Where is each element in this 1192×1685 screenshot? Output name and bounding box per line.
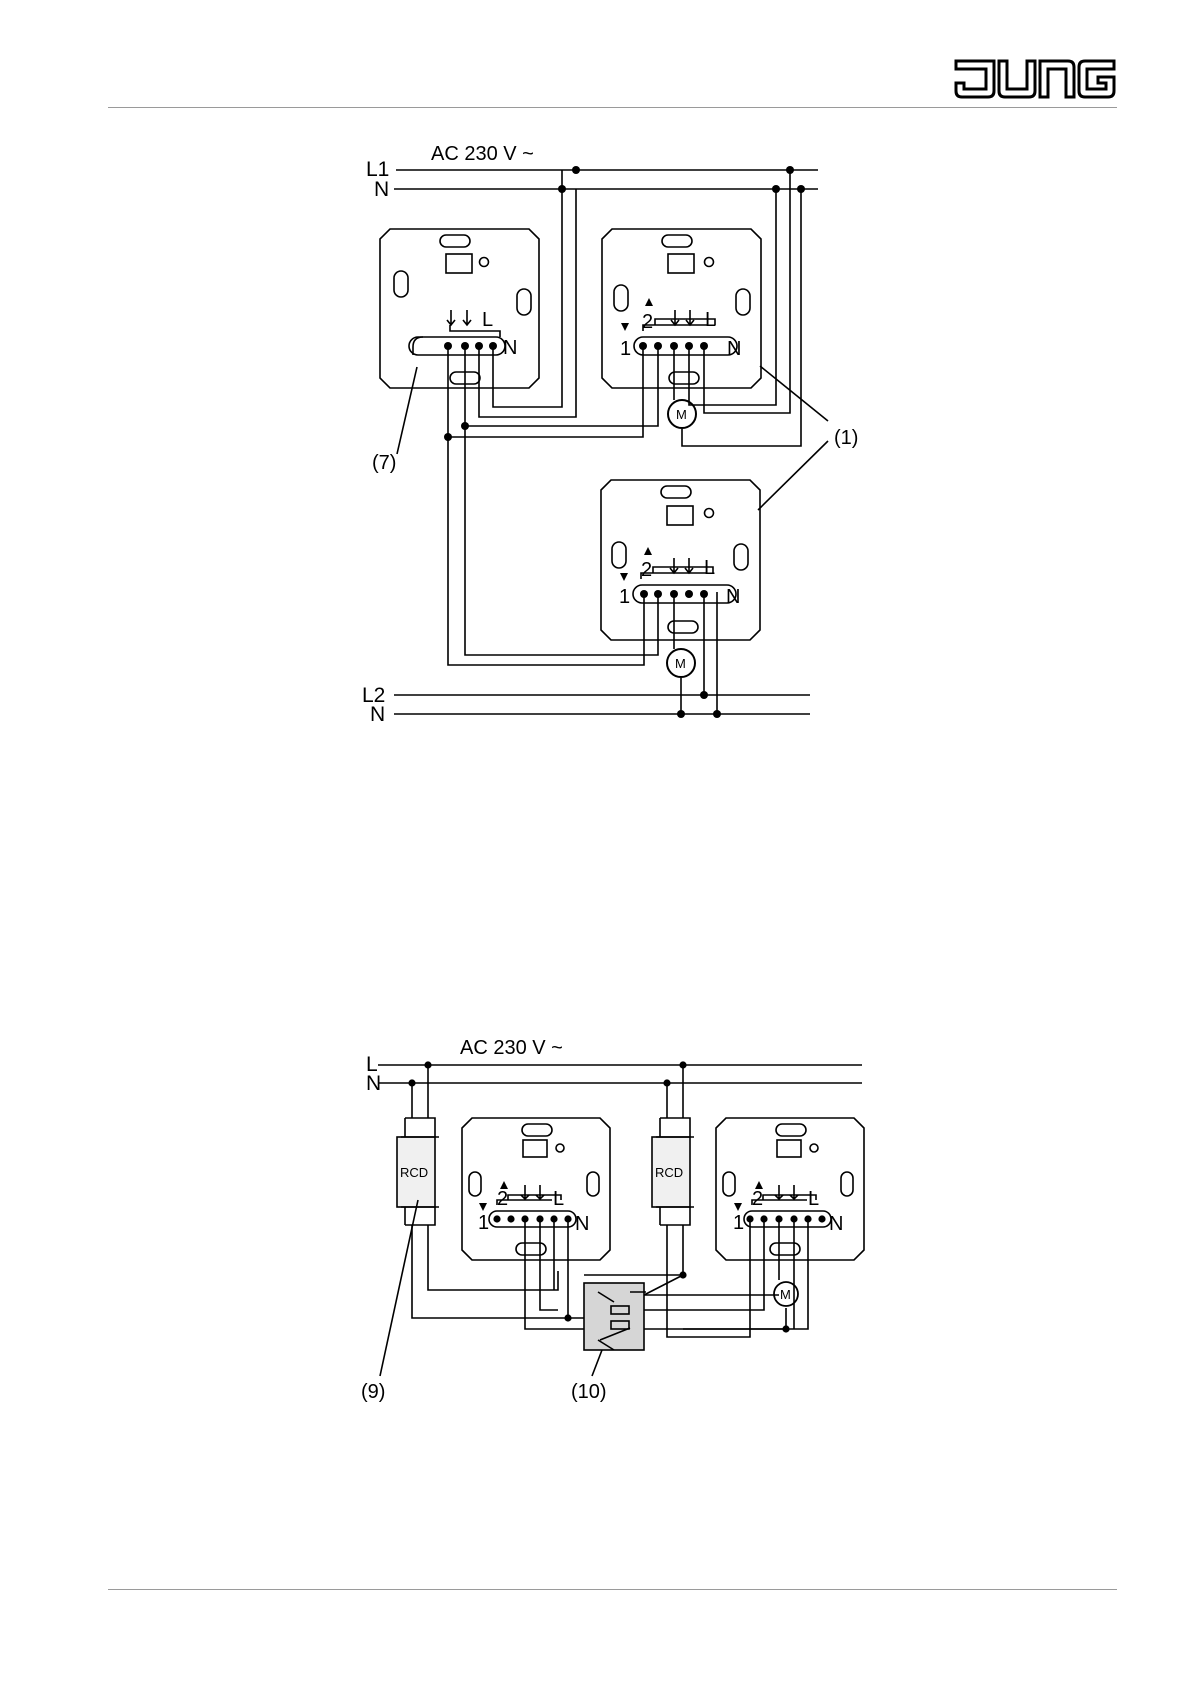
neutral-label: N — [366, 1072, 381, 1095]
terminal-N-label: N — [829, 1213, 843, 1235]
neutral-top-label: N — [374, 178, 389, 201]
rcd-label: RCD — [400, 1165, 428, 1180]
terminal-N-label: N — [726, 586, 740, 608]
callout-1: (1) — [834, 427, 858, 449]
terminal-1-label: 1 — [478, 1212, 489, 1234]
terminal-N-label: N — [727, 338, 741, 360]
terminal-1-label: 1 — [619, 586, 630, 608]
terminal-N-label: N — [503, 337, 517, 359]
footer-rule — [108, 1589, 1117, 1590]
neutral-bottom-label: N — [370, 703, 385, 726]
terminal-2-label: 2 — [497, 1188, 508, 1210]
callout-7: (7) — [372, 452, 396, 474]
wiring-diagram-1: AC 230 V ~ L1 N L2 N L N 1 2 L N 1 2 L N… — [0, 0, 1192, 740]
callout-9: (9) — [361, 1381, 385, 1403]
supply-label: AC 230 V ~ — [431, 143, 534, 165]
motor-label: M — [780, 1287, 791, 1302]
rcd-label: RCD — [655, 1165, 683, 1180]
motor-label: M — [675, 656, 686, 671]
terminal-1-label: 1 — [620, 338, 631, 360]
terminal-L-label: L — [482, 309, 493, 331]
terminal-2-label: 2 — [642, 311, 653, 333]
terminal-N-label: N — [575, 1213, 589, 1235]
wiring-diagram-2: AC 230 V ~ L N RCD RCD 1 2 L N 1 2 L N M… — [0, 1020, 1192, 1440]
motor-label: M — [676, 407, 687, 422]
terminal-L-label: L — [808, 1188, 819, 1210]
supply-label: AC 230 V ~ — [460, 1037, 563, 1059]
terminal-2-label: 2 — [641, 559, 652, 581]
terminal-L-label: L — [704, 557, 715, 579]
callout-10: (10) — [571, 1381, 607, 1403]
terminal-1-label: 1 — [733, 1212, 744, 1234]
terminal-L-label: L — [553, 1188, 564, 1210]
terminal-L-label: L — [705, 309, 716, 331]
terminal-2-label: 2 — [752, 1188, 763, 1210]
